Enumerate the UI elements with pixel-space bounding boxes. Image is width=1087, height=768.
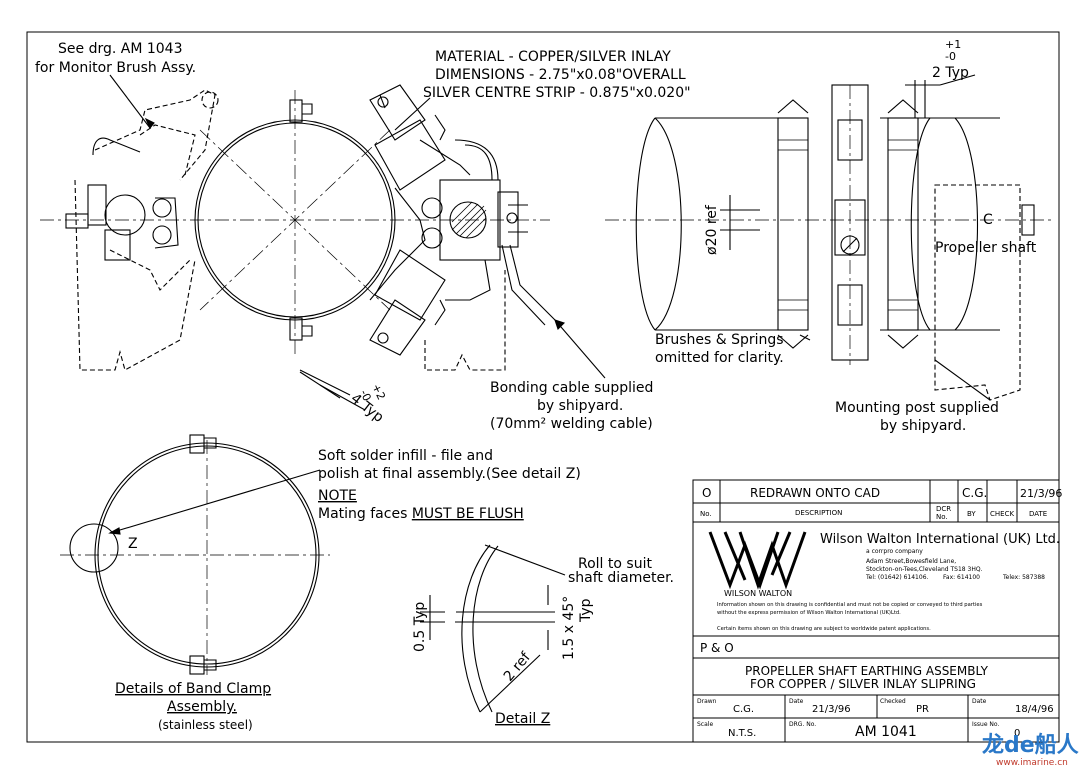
date-label: Date — [789, 698, 804, 705]
title-line2: FOR COPPER / SILVER INLAY SLIPRING — [750, 677, 976, 691]
drawn-value: C.G. — [733, 704, 754, 715]
tolerance2-plus: +2 — [369, 382, 388, 402]
rev-by: C.G. — [962, 486, 987, 500]
mating-emphasis: MUST BE FLUSH — [412, 506, 524, 522]
bonding-cable-line1: Bonding cable supplied — [490, 380, 653, 396]
brushes-note-line2: omitted for clarity. — [655, 350, 784, 366]
header-by: BY — [967, 510, 976, 518]
company-tel: Tel: (01642) 614106. — [865, 574, 929, 581]
detail-z-title: Detail Z — [495, 711, 550, 727]
watermark-text: 龙de船人 — [982, 732, 1079, 758]
see-drg-note-line2: for Monitor Brush Assy. — [35, 60, 196, 76]
main-assembly-view — [40, 74, 606, 411]
drg-number: AM 1041 — [855, 724, 917, 740]
checked-value: PR — [916, 704, 929, 715]
band-clamp-detail — [60, 434, 330, 675]
tolerance-plus: +1 — [945, 38, 961, 51]
company-address2: Stockton-on-Tees,Cleveland TS18 3HQ. — [866, 566, 983, 573]
wilson-walton-logo — [708, 531, 807, 590]
bonding-cable-line2: by shipyard. — [537, 398, 623, 414]
header-check: CHECK — [990, 510, 1014, 518]
date2-label: Date — [972, 698, 987, 705]
date-value: 21/3/96 — [812, 704, 851, 715]
logo-caption: WILSON WALTON — [724, 589, 792, 598]
reference-diameter-dim: ø20 ref — [704, 204, 720, 255]
header-no: No. — [700, 510, 712, 518]
issue-number: 0 — [1014, 728, 1020, 739]
company-tagline: a corrpro company — [866, 548, 923, 555]
mounting-post-line2: by shipyard. — [880, 418, 966, 434]
two-typ-dim: 2 Typ — [932, 65, 969, 81]
material-note-line3: SILVER CENTRE STRIP - 0.875"x0.020" — [423, 85, 691, 101]
watermark: 龙de船人 www.imarine.cn — [982, 732, 1079, 768]
header-dcr: DCR — [936, 505, 951, 513]
roll-note-line2: shaft diameter. — [568, 570, 674, 586]
tolerance-minus: -0 — [945, 50, 956, 63]
brushes-note-line1: Brushes & Springs — [655, 332, 784, 348]
rev-date: 21/3/96 — [1020, 487, 1062, 500]
material-note-line1: MATERIAL - COPPER/SILVER INLAY — [435, 49, 671, 65]
drg-label: DRG. No. — [789, 721, 816, 728]
client-name: P & O — [700, 641, 734, 655]
mounting-post-line1: Mounting post supplied — [835, 400, 999, 416]
date2-value: 18/4/96 — [1015, 704, 1054, 715]
title-line1: PROPELLER SHAFT EARTHING ASSEMBLY — [745, 664, 989, 678]
side-view — [605, 74, 1055, 401]
see-drg-note-line1: See drg. AM 1043 — [58, 41, 182, 57]
detail-z — [420, 544, 566, 713]
drawn-label: Drawn — [697, 698, 717, 705]
centreline-mark: C — [983, 212, 993, 228]
company-fax: Fax: 614100 — [943, 574, 980, 581]
band-clamp-title-line1: Details of Band Clamp — [115, 681, 271, 697]
rev-no: O — [702, 486, 711, 500]
mating-note: Mating faces MUST BE FLUSH — [318, 506, 524, 522]
watermark-url: www.imarine.cn — [996, 758, 1068, 768]
confidential-line1: Information shown on this drawing is con… — [717, 602, 983, 608]
dim-2-ref: 2 ref — [501, 649, 535, 685]
band-clamp-title-line2: Assembly. — [167, 699, 237, 715]
title-block: O REDRAWN ONTO CAD C.G. 21/3/96 No. DESC… — [692, 479, 1062, 743]
patent-note: Certain items shown on this drawing are … — [717, 626, 931, 632]
note-heading: NOTE — [318, 488, 357, 504]
band-clamp-material: (stainless steel) — [158, 718, 253, 732]
confidential-line2: without the express permission of Wilson… — [717, 610, 901, 616]
material-note-line2: DIMENSIONS - 2.75"x0.08"OVERALL — [435, 67, 686, 83]
header-date: DATE — [1029, 510, 1047, 518]
drawing-border — [26, 31, 1060, 743]
header-dcr-no: No. — [936, 513, 948, 521]
roll-note-line1: Roll to suit — [578, 556, 652, 572]
rev-description: REDRAWN ONTO CAD — [750, 486, 880, 500]
dim-1-5-x-45: 1.5 x 45° — [561, 596, 577, 660]
dim-1-5-typ: Typ — [578, 598, 594, 623]
scale-label: Scale — [697, 721, 713, 728]
tolerance2-minus: -0 — [357, 388, 373, 403]
company-address1: Adam Street,Bowesfield Lane, — [866, 558, 956, 565]
issue-label: Issue No. — [972, 721, 999, 728]
bonding-cable-line3: (70mm² welding cable) — [490, 416, 653, 432]
solder-note-line1: Soft solder infill - file and — [318, 448, 493, 464]
checked-label: Checked — [880, 698, 906, 705]
company-telex: Telex: 587388 — [1002, 574, 1045, 581]
solder-note-line2: polish at final assembly.(See detail Z) — [318, 466, 581, 482]
company-name: Wilson Walton International (UK) Ltd. — [820, 532, 1060, 547]
header-description: DESCRIPTION — [795, 509, 842, 517]
propeller-shaft-label: Propeller shaft — [935, 240, 1037, 256]
scale-value: N.T.S. — [728, 728, 756, 739]
detail-z-marker: Z — [128, 536, 138, 552]
dim-0-5-typ: 0.5 Typ — [412, 602, 428, 652]
